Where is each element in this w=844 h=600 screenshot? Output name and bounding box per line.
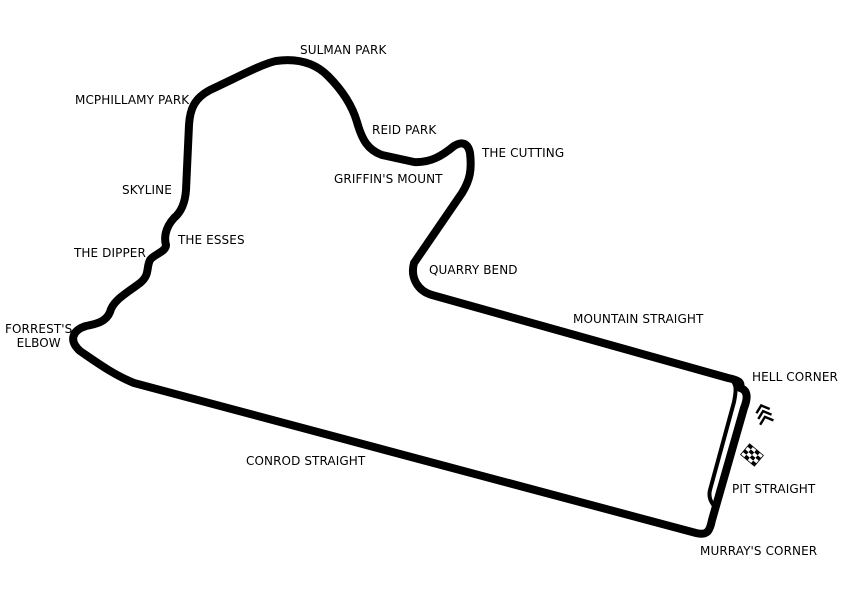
label-sulman-park: SULMAN PARK <box>300 43 387 57</box>
label-mcphillamy-park: MCPHILLAMY PARK <box>75 93 190 107</box>
label-the-dipper: THE DIPPER <box>74 246 146 260</box>
label-hell-corner: HELL CORNER <box>752 370 838 384</box>
checkered-flag-icon <box>740 443 764 467</box>
label-the-esses: THE ESSES <box>178 233 245 247</box>
label-quarry-bend: QUARRY BEND <box>429 263 518 277</box>
chevron-arrows-icon <box>755 403 774 426</box>
label-forrests-elbow-line2: ELBOW <box>16 336 61 350</box>
label-forrests-elbow: FORREST'S ELBOW <box>5 322 72 350</box>
pit-lane <box>707 376 738 508</box>
label-forrests-elbow-line1: FORREST'S <box>5 322 73 336</box>
label-conrod-straight: CONROD STRAIGHT <box>246 454 366 468</box>
label-murrays-corner: MURRAY'S CORNER <box>700 544 818 558</box>
track-outline <box>69 56 751 538</box>
label-the-cutting: THE CUTTING <box>482 146 565 160</box>
label-mountain-straight: MOUNTAIN STRAIGHT <box>573 312 704 326</box>
label-skyline: SKYLINE <box>122 183 172 197</box>
label-pit-straight: PIT STRAIGHT <box>732 482 816 496</box>
label-griffins-mount: GRIFFIN'S MOUNT <box>334 172 443 186</box>
label-reid-park: REID PARK <box>372 123 437 137</box>
